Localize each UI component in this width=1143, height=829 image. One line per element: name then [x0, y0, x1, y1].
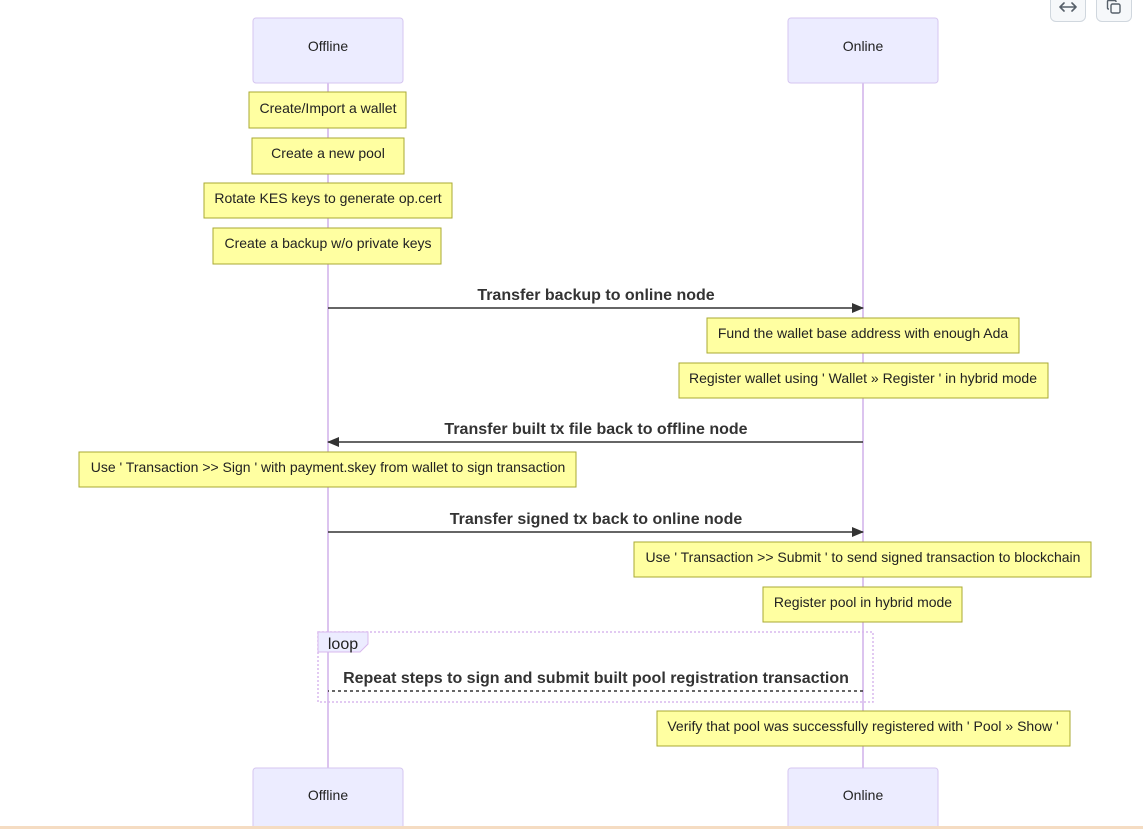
message-label: Repeat steps to sign and submit built po…: [343, 670, 849, 687]
copy-button[interactable]: [1096, 0, 1132, 22]
message-label: Transfer backup to online node: [477, 287, 714, 304]
message-label: Transfer built tx file back to offline n…: [444, 421, 747, 438]
note-text: Register wallet using ' Wallet » Registe…: [689, 370, 1037, 386]
loop-block: loop: [317, 631, 874, 703]
note-text: Fund the wallet base address with enough…: [718, 325, 1009, 341]
participant-online-bottom: Online: [787, 767, 939, 829]
note-text: Rotate KES keys to generate op.cert: [214, 190, 441, 206]
note-rotate-kes-keys: Rotate KES keys to generate op.cert: [203, 182, 453, 219]
note-create-import-wallet: Create/Import a wallet: [248, 91, 407, 129]
note-create-new-pool: Create a new pool: [251, 137, 405, 175]
note-submit-transaction: Use ' Transaction >> Submit ' to send si…: [633, 541, 1092, 578]
bottom-divider: [0, 826, 1143, 829]
note-sign-transaction: Use ' Transaction >> Sign ' with payment…: [78, 451, 577, 488]
note-register-pool: Register pool in hybrid mode: [762, 586, 963, 623]
participant-online-bottom-label: Online: [843, 787, 884, 803]
loop-label: loop: [328, 636, 358, 653]
participant-offline-top-label: Offline: [308, 38, 348, 54]
participant-online-top-label: Online: [843, 38, 884, 54]
message-transfer-built-tx: Transfer built tx file back to offline n…: [327, 421, 863, 447]
message-transfer-backup: Transfer backup to online node: [328, 287, 864, 313]
note-verify-pool: Verify that pool was successfully regist…: [656, 710, 1071, 747]
message-label: Transfer signed tx back to online node: [450, 511, 743, 528]
note-text: Register pool in hybrid mode: [774, 594, 952, 610]
participant-offline-bottom-label: Offline: [308, 787, 348, 803]
note-text: Use ' Transaction >> Sign ' with payment…: [91, 459, 566, 475]
copy-icon: [1106, 0, 1122, 20]
participant-online-top: Online: [787, 17, 939, 84]
note-text: Create a new pool: [271, 145, 385, 161]
participant-offline-top: Offline: [252, 17, 404, 84]
note-text: Use ' Transaction >> Submit ' to send si…: [646, 549, 1081, 565]
note-text: Verify that pool was successfully regist…: [667, 718, 1058, 734]
expand-icon: [1059, 0, 1077, 19]
participant-offline-bottom: Offline: [252, 767, 404, 829]
note-fund-wallet: Fund the wallet base address with enough…: [706, 317, 1020, 354]
expand-button[interactable]: [1050, 0, 1086, 22]
message-repeat-steps: Repeat steps to sign and submit built po…: [328, 670, 863, 692]
note-register-wallet: Register wallet using ' Wallet » Registe…: [678, 362, 1049, 399]
note-create-backup: Create a backup w/o private keys: [212, 227, 442, 265]
note-text: Create a backup w/o private keys: [225, 235, 432, 251]
note-text: Create/Import a wallet: [260, 100, 397, 116]
message-transfer-signed-tx: Transfer signed tx back to online node: [328, 511, 864, 537]
